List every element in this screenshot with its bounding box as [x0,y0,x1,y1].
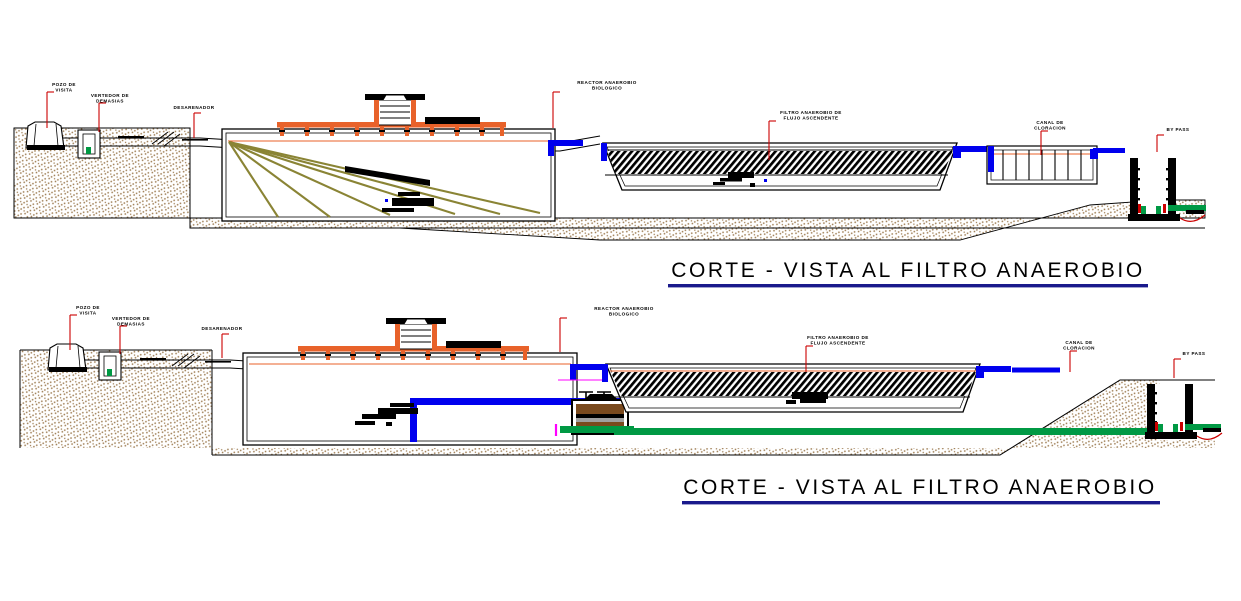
media-detail-box-bottom [554,391,634,436]
bypass-rungs-top [1134,168,1172,201]
title-top: CORTE - VISTA AL FILTRO ANAEROBIO [668,259,1148,288]
bypass-rungs-bottom [1151,392,1157,424]
filtro-anaerobio-bottom [602,363,1011,413]
callout-by-pass: BY PASS [1173,351,1206,378]
by-pass-top [1128,158,1206,222]
label-by-pass: BY PASS [1183,351,1206,356]
green-effluent-pipe-bottom [614,428,1160,435]
label-desarenador: DESARENADOR [174,105,215,110]
reactor-outlet-top [548,140,583,156]
desarenador-bottom [140,353,231,369]
pozo-de-visita-bottom [47,343,87,372]
title-bottom: CORTE - VISTA AL FILTRO ANAEROBIO [682,476,1160,505]
filtro-anaerobio-top [601,142,990,191]
label-by-pass: BY PASS [1167,127,1190,132]
callout-desarenador: DESARENADOR [174,105,215,138]
vertedor-de-demasias-top [77,129,101,159]
label-desarenador: DESARENADOR [202,326,243,331]
vertedor-de-demasias-bottom [98,351,122,381]
by-pass-bottom [1145,384,1223,440]
canal-de-cloracion-top [986,145,1125,185]
title-top-text: CORTE - VISTA AL FILTRO ANAEROBIO [671,259,1145,282]
reactor-access-hatch-top [365,94,425,126]
title-bottom-underline [682,501,1160,505]
title-bottom-text: CORTE - VISTA AL FILTRO ANAEROBIO [683,476,1157,499]
reactor-internals-top [345,166,434,212]
reactor-outlet-bottom [558,364,605,381]
filtro-internals-top [713,172,755,187]
callout-desarenador: DESARENADOR [202,326,243,358]
cloracion-baffles-top [1002,150,1082,180]
reactor-anaerobio-top [221,94,583,222]
reactor-access-hatch-bottom [386,318,446,350]
reactor-internals-bottom [355,403,418,426]
desarenador-top [118,131,208,147]
pozo-de-visita-top [25,121,65,150]
callout-by-pass: BY PASS [1156,127,1190,152]
title-top-underline [668,284,1148,288]
filtro-internals-bottom [786,392,828,404]
